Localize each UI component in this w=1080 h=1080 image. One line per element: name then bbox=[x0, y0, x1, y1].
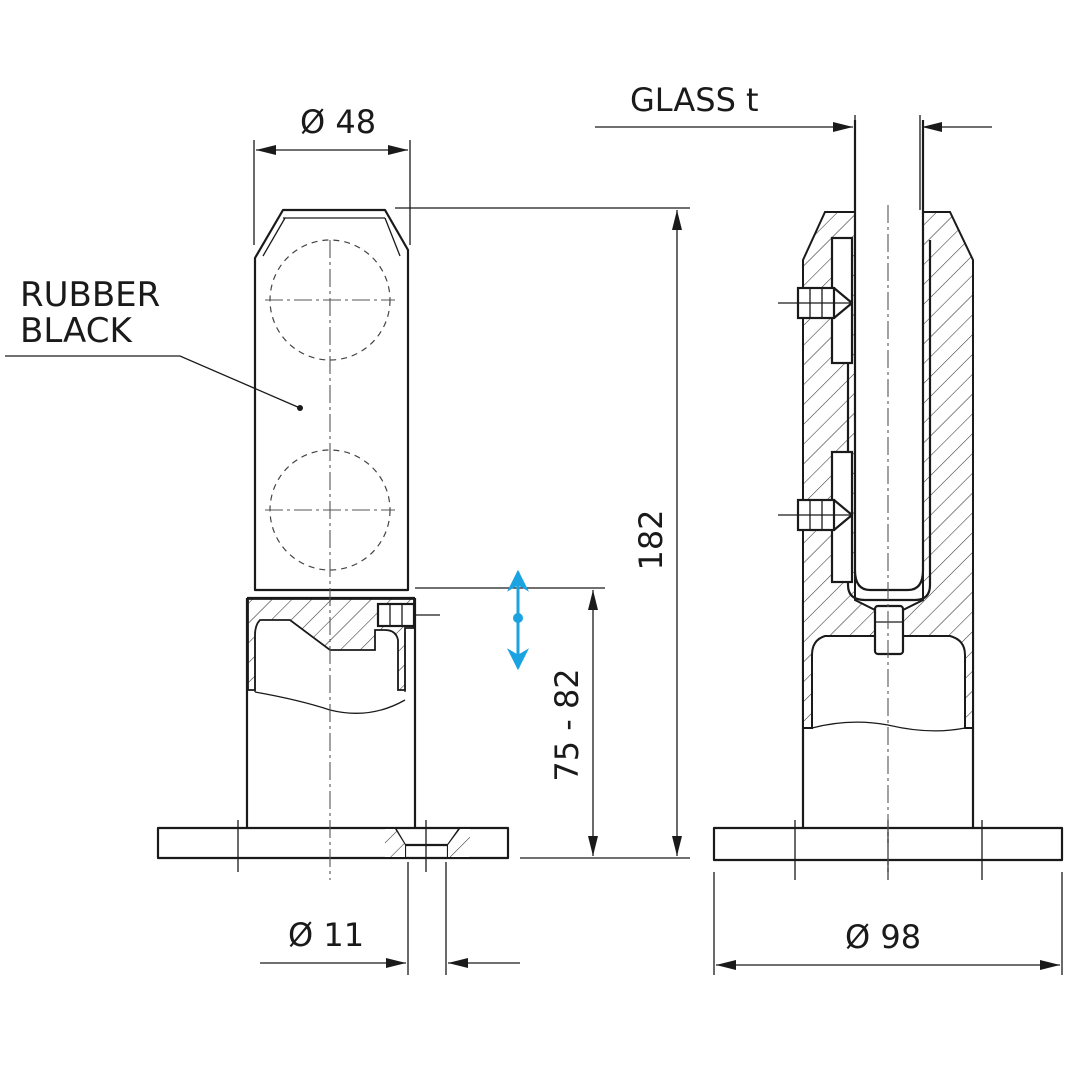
glass-u-channel bbox=[846, 240, 932, 602]
tube-hatch-top bbox=[247, 598, 415, 691]
plate-hatch-right bbox=[448, 829, 470, 857]
base-plate-left bbox=[156, 826, 510, 860]
dimension-182: 182 bbox=[395, 207, 690, 859]
bolt-upper bbox=[778, 286, 854, 320]
glass-panel bbox=[853, 120, 925, 592]
dimension-75-82: 75 - 82 bbox=[415, 587, 605, 856]
label-d48: Ø 48 bbox=[300, 103, 376, 141]
label-rubber: RUBBER bbox=[20, 275, 160, 315]
dimension-d98: Ø 98 bbox=[713, 872, 1063, 975]
label-glass-t: GLASS t bbox=[630, 81, 759, 119]
label-d11: Ø 11 bbox=[288, 916, 364, 954]
dimension-d11: Ø 11 bbox=[260, 862, 520, 975]
label-75-82: 75 - 82 bbox=[548, 668, 586, 781]
right-view bbox=[712, 120, 1064, 880]
label-d98: Ø 98 bbox=[845, 918, 921, 956]
set-screw-left bbox=[376, 602, 416, 628]
adjuster-screw bbox=[873, 604, 905, 656]
label-182: 182 bbox=[632, 509, 670, 570]
clamp-right-section bbox=[902, 211, 974, 729]
rubber-label: RUBBER BLACK bbox=[5, 275, 301, 409]
dimension-glass-t: GLASS t bbox=[595, 81, 992, 210]
bolt-lower bbox=[778, 498, 854, 532]
label-black: BLACK bbox=[20, 311, 133, 351]
plate-hatch-left bbox=[385, 829, 405, 857]
dimension-d48: Ø 48 bbox=[253, 103, 411, 245]
left-view bbox=[156, 208, 510, 880]
double-arrow-vertical-icon bbox=[507, 569, 529, 671]
lower-tube bbox=[245, 596, 417, 828]
